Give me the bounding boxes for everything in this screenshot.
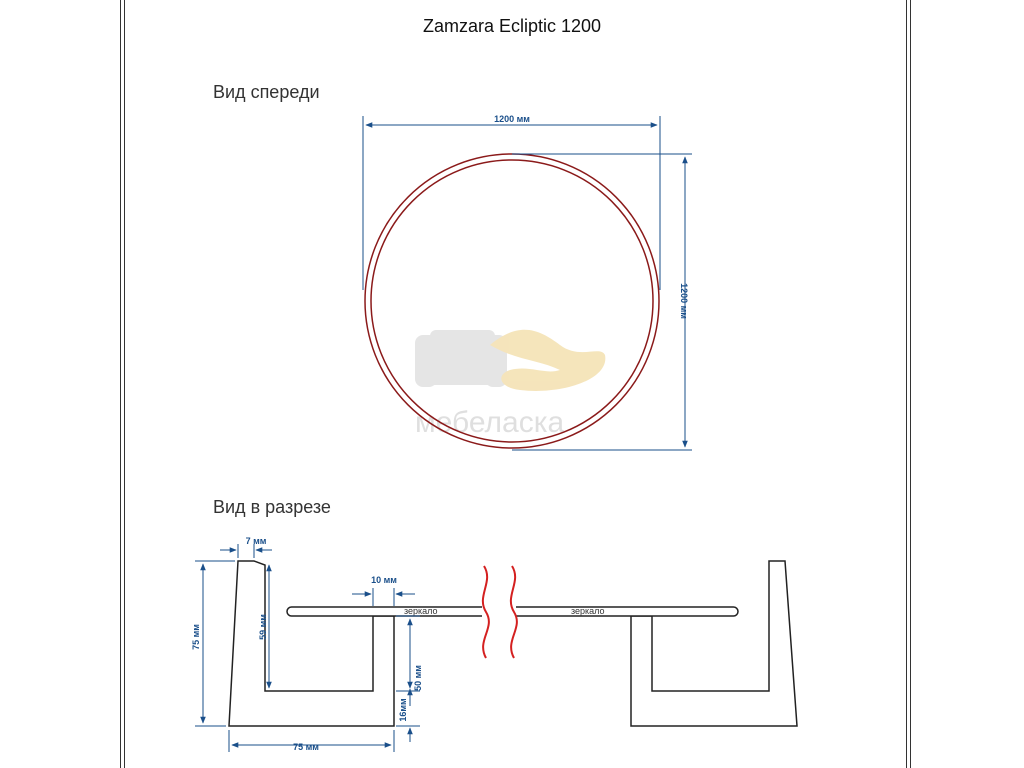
edge-dim-label: 10 мм [371, 575, 397, 585]
mirror-ring [364, 153, 660, 449]
width-dim-label: 1200 мм [494, 114, 530, 124]
right-frame-profile [630, 560, 798, 727]
break-mark [482, 600, 516, 622]
height-dim-label: 1200 мм [679, 283, 689, 319]
mirror-label-right: зеркало [571, 606, 605, 616]
drawing-title: Zamzara Ecliptic 1200 [422, 16, 602, 36]
sofa-icon [415, 330, 507, 387]
mirror-label-left: зеркало [404, 606, 438, 616]
wave-logo-icon [490, 329, 606, 391]
front-dimensions [362, 116, 692, 451]
bottom-dim-label: 16мм [398, 698, 408, 722]
gap-dim-label: 50 мм [413, 665, 423, 691]
inner-depth-dim-label: 59 мм [258, 614, 268, 640]
frame-right-border [906, 0, 911, 768]
watermark: мебеласка [415, 329, 606, 439]
wall-dim-label: 7 мм [246, 536, 267, 546]
section-view-label: Вид в разрезе [213, 497, 331, 517]
front-view-label: Вид спереди [213, 82, 320, 102]
watermark-text: мебеласка [415, 406, 564, 439]
depth-dim-label: 75 мм [191, 624, 201, 650]
section-dimensions [195, 544, 420, 752]
break-lines [481, 565, 518, 659]
frame-left-border [120, 0, 125, 768]
left-frame-profile [228, 560, 395, 727]
base-dim-label: 75 мм [293, 742, 319, 752]
